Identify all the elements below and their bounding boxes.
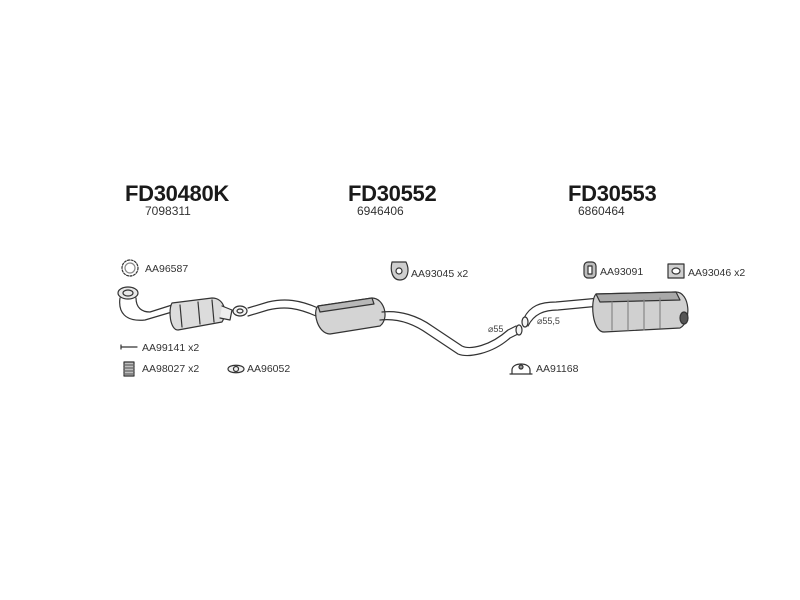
clamp-icon bbox=[509, 363, 533, 375]
oem-number-front: 7098311 bbox=[145, 204, 191, 218]
group-code-front: FD30480K bbox=[125, 181, 229, 206]
bolt-icon bbox=[120, 344, 138, 350]
group-code-middle: FD30552 bbox=[348, 181, 437, 206]
rear-pipe-silencer bbox=[521, 291, 689, 333]
rubber-mount-rear-b-icon bbox=[667, 263, 685, 279]
label-rubber-mount-mid: AA93045 x2 bbox=[411, 268, 469, 280]
label-gasket: AA96052 bbox=[247, 363, 291, 375]
label-rubber-mount-rear-a: AA93091 bbox=[600, 266, 644, 278]
oem-number-rear: 6860464 bbox=[578, 204, 625, 218]
group-code-rear: FD30553 bbox=[568, 181, 657, 206]
diameter-label-rear: ⌀55,5 bbox=[537, 316, 560, 326]
middle-pipe-silencer bbox=[247, 297, 523, 357]
label-spring: AA98027 x2 bbox=[142, 363, 200, 375]
label-ring: AA96587 bbox=[145, 263, 189, 275]
oem-number-middle: 6946406 bbox=[357, 204, 404, 218]
ring-icon bbox=[121, 259, 139, 277]
spring-icon bbox=[123, 361, 135, 377]
rubber-mount-mid-icon bbox=[390, 261, 409, 281]
label-bolt: AA99141 x2 bbox=[142, 342, 200, 354]
label-clamp: AA91168 bbox=[536, 363, 579, 375]
flange-gasket bbox=[232, 305, 248, 317]
front-pipe-catalytic-converter bbox=[117, 286, 233, 331]
gasket-icon bbox=[227, 364, 245, 374]
rubber-mount-rear-a-icon bbox=[583, 261, 597, 279]
diameter-label-middle: ⌀55 bbox=[488, 324, 504, 334]
label-rubber-mount-rear-b: AA93046 x2 bbox=[688, 267, 746, 279]
